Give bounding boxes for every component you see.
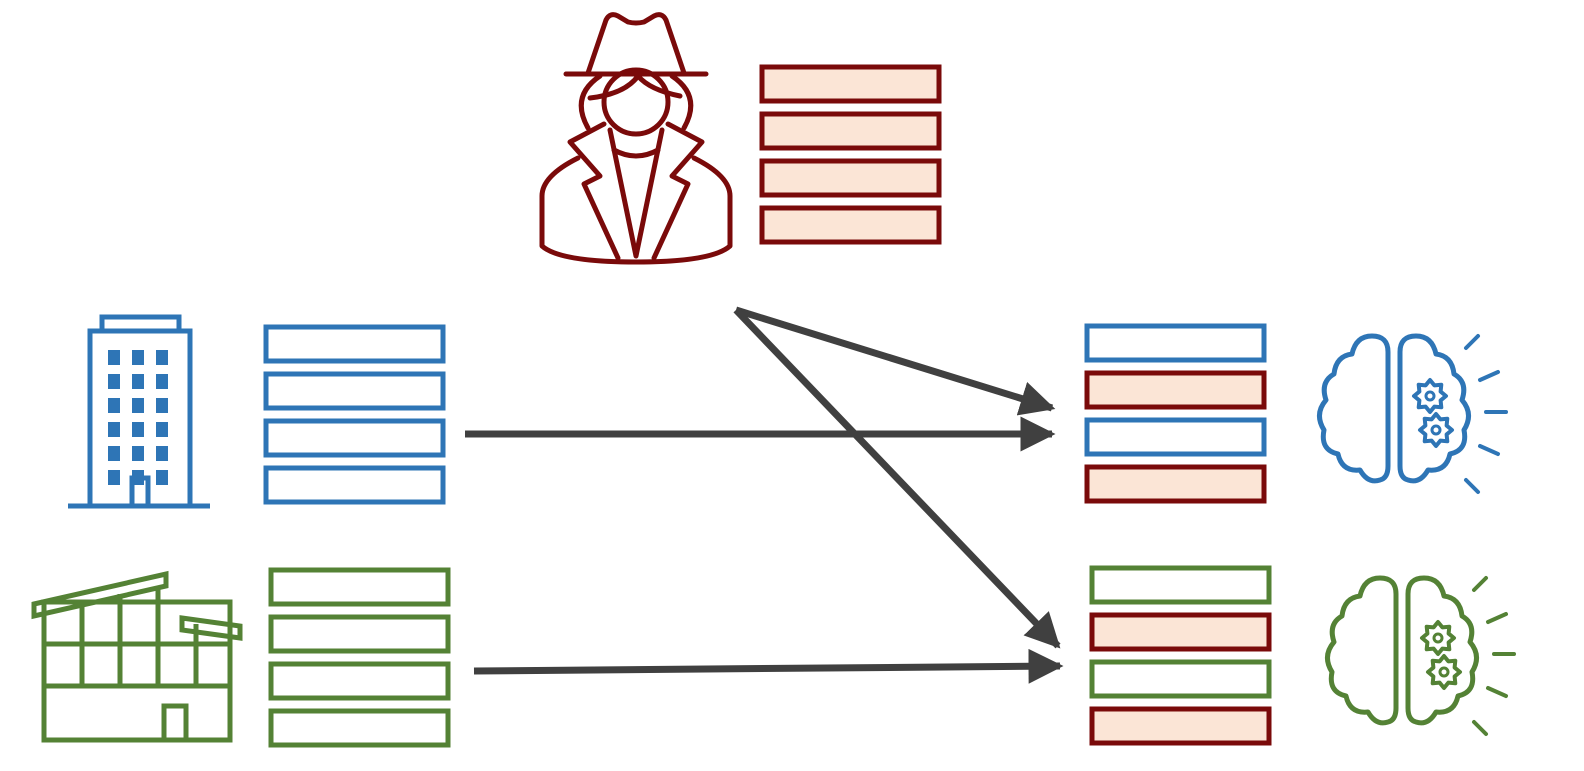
poisoned-data-row [759,111,942,151]
gear-hub [1430,424,1442,436]
poisoned-data-row [1089,706,1272,746]
building-window [156,374,168,389]
client-a-data-stack [263,324,446,505]
client-b-data-stack [268,567,451,748]
building-window [108,470,120,485]
clean-data-row [268,708,451,748]
poisoned-data-row [759,205,942,245]
gear-hub [1438,666,1450,678]
clean-data-row [1084,323,1267,363]
clean-data-row [268,661,451,701]
clean-data-row [263,324,446,364]
clean-data-row [263,465,446,505]
spark-line [1472,576,1488,592]
clean-data-row [268,567,451,607]
poisoned-data-row [1084,370,1267,410]
poisoned-data-row [1084,464,1267,504]
gear-icon [1412,378,1448,414]
building-window [108,374,120,389]
mixed-b-data-stack [1089,565,1272,746]
building-window [156,422,168,437]
brain-right-hemisphere [1397,333,1471,484]
building-window [108,422,120,437]
gear-icon [1420,620,1456,656]
building-window [108,350,120,365]
poisoned-data-row [1089,612,1272,652]
arrow-attacker-to-mixed-b [733,307,1061,649]
gear-hub [1432,632,1444,644]
attacker-data-stack [759,64,942,245]
building-window [132,422,144,437]
building-window [156,398,168,413]
spark-line [1486,612,1508,624]
gear-icon [1418,412,1454,448]
arrow-client-b-to-mixed-b [473,648,1064,684]
clean-data-row [1089,565,1272,605]
factory-icon [31,570,243,743]
building-window [108,398,120,413]
brain-left-hemisphere [1325,575,1399,726]
building-window [132,374,144,389]
flow-arrows [465,306,1064,684]
spark-line [1478,370,1500,382]
clean-data-row [1089,659,1272,699]
spark-line [1464,478,1480,494]
spark-line [1472,720,1488,736]
brain-gears-icon-b [1325,575,1516,736]
gear-icon [1426,654,1462,690]
poisoned-data-row [759,158,942,198]
building-window [156,470,168,485]
spy-icon [539,12,733,265]
brain-gears-icon-a [1317,333,1508,494]
clean-data-row [1084,417,1267,457]
mixed-a-data-stack [1084,323,1267,504]
poisoned-data-row [759,64,942,104]
brain-right-hemisphere [1405,575,1479,726]
arrow-attacker-to-mixed-a [734,306,1056,416]
spark-line [1478,444,1500,456]
building-window [132,350,144,365]
building-window [132,398,144,413]
building-window [156,350,168,365]
spark-line [1486,686,1508,698]
gear-hub [1424,390,1436,402]
building-window [132,446,144,461]
clean-data-row [263,371,446,411]
building-window [156,446,168,461]
building-window [108,446,120,461]
brain-left-hemisphere [1317,333,1391,484]
clean-data-row [263,418,446,458]
spark-line [1464,334,1480,350]
office-building-icon [68,314,210,509]
clean-data-row [268,614,451,654]
